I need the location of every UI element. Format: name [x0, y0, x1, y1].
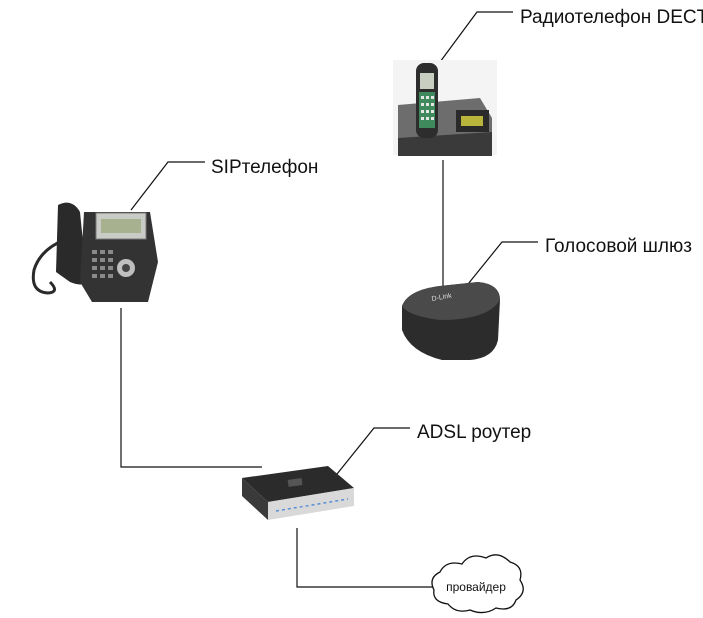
- voice-gateway-icon: D-Link: [402, 282, 500, 360]
- dect-phone-icon: [393, 60, 497, 156]
- svg-text:D-Link: D-Link: [431, 292, 453, 302]
- callout-router: [336, 427, 410, 475]
- sip-phone-icon: [31, 202, 158, 302]
- link-sip-router: [120, 308, 262, 468]
- label-voice-gateway: Голосовой шлюз: [545, 236, 692, 257]
- callout-dect: [439, 11, 513, 63]
- label-adsl-router: ADSL роутер: [417, 422, 532, 443]
- link-router-provider: [296, 528, 434, 588]
- label-sip-phone: SIPтелефон: [211, 157, 319, 178]
- adsl-router-icon: [242, 466, 354, 520]
- callout-gateway: [463, 241, 538, 290]
- label-dect-phone: Радиотелефон DECT: [520, 7, 703, 28]
- callout-sip: [130, 161, 205, 211]
- cloud-label: провайдер: [446, 580, 506, 594]
- cloud-icon: провайдер: [431, 554, 524, 614]
